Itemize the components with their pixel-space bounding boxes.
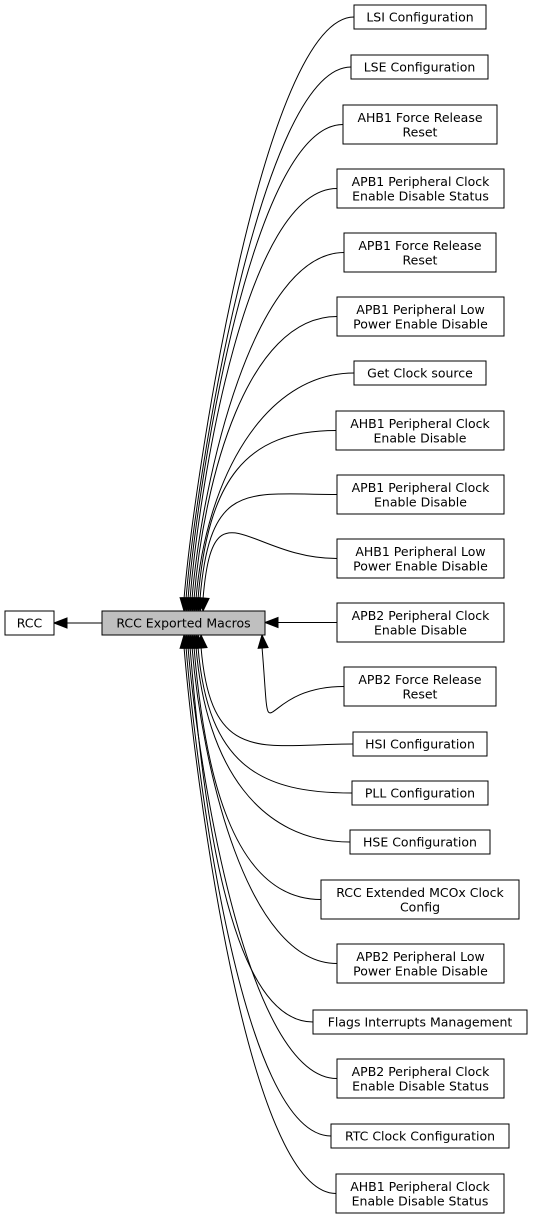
edge-apb1-peripheral-low-power-enable-disable [193, 316, 338, 600]
edge-apb2-force-release-reset-arrowhead [257, 633, 269, 649]
edge-hsi-configuration [200, 646, 354, 747]
node-get-clock-source[interactable]: Get Clock source [353, 360, 487, 386]
edge-ahb1-peripheral-low-power-enable-disable-arrowhead [198, 597, 210, 613]
edge-rtc-clock-configuration [185, 646, 332, 1137]
node-hse-configuration[interactable]: HSE Configuration [349, 829, 491, 855]
edge-lse-configuration [185, 66, 352, 600]
node-lse-configuration[interactable]: LSE Configuration [350, 54, 489, 80]
node-rcc[interactable]: RCC [4, 610, 55, 636]
edge-pll-configuration [197, 646, 353, 794]
node-flags-interrupts-management[interactable]: Flags Interrupts Management [312, 1009, 528, 1035]
edge-apb2-force-release-reset [261, 646, 345, 714]
node-ahb1-force-release-reset-label: Reset [403, 124, 438, 139]
edge-ahb1-force-release-reset [187, 124, 344, 600]
edge-to-rcc-arrowhead [52, 617, 68, 629]
node-hsi-configuration-label: HSI Configuration [365, 737, 475, 752]
edge-apb1-force-release-reset [191, 252, 345, 600]
node-apb2-peripheral-clock-enable-disable-status-label: Enable Disable Status [352, 1078, 489, 1093]
node-ahb1-peripheral-low-power-enable-disable-label: AHB1 Peripheral Low [355, 544, 485, 559]
node-flags-interrupts-management-label: Flags Interrupts Management [328, 1015, 513, 1030]
node-rcc-exported-macros: RCC Exported Macros [101, 610, 266, 636]
node-ahb1-peripheral-low-power-enable-disable-label: Power Enable Disable [353, 558, 488, 573]
edge-lsi-configuration [183, 16, 355, 600]
edge-ahb1-peripheral-clock-enable-disable-status-arrowhead [179, 633, 191, 649]
edge-apb1-peripheral-clock-enable-disable-status [189, 188, 338, 600]
node-rcc-extended-mcox-clock-config-label: Config [400, 899, 440, 914]
node-apb1-peripheral-clock-enable-disable-status-label: APB1 Peripheral Clock [352, 174, 490, 189]
node-pll-configuration[interactable]: PLL Configuration [351, 780, 489, 806]
node-lse-configuration-label: LSE Configuration [364, 60, 476, 75]
node-apb2-peripheral-low-power-enable-disable-label: APB2 Peripheral Low [356, 949, 484, 964]
edge-hse-configuration [195, 646, 351, 843]
node-apb2-force-release-reset-label: APB2 Force Release [358, 672, 482, 687]
node-apb1-peripheral-clock-enable-disable-label: APB1 Peripheral Clock [352, 480, 490, 495]
node-rcc-exported-macros-label: RCC Exported Macros [116, 616, 250, 631]
node-apb1-force-release-reset-label: Reset [403, 252, 438, 267]
node-apb2-peripheral-low-power-enable-disable-label: Power Enable Disable [353, 963, 488, 978]
edge-apb2-peripheral-clock-enable-disable-status [187, 646, 338, 1079]
node-pll-configuration-label: PLL Configuration [365, 786, 475, 801]
node-rtc-clock-configuration[interactable]: RTC Clock Configuration [330, 1123, 510, 1149]
node-rcc-label: RCC [17, 616, 43, 631]
graph-nodes: RCC RCC Exported Macros LSI Configuratio… [4, 4, 528, 1214]
node-apb1-peripheral-clock-enable-disable-label: Enable Disable [374, 494, 467, 509]
node-ahb1-peripheral-clock-enable-disable-status-label: AHB1 Peripheral Clock [350, 1179, 490, 1194]
node-apb1-peripheral-clock-enable-disable-status-label: Enable Disable Status [352, 188, 489, 203]
node-ahb1-force-release-reset-label: AHB1 Force Release [357, 110, 482, 125]
node-apb2-force-release-reset-label: Reset [403, 686, 438, 701]
edge-rcc-extended-mcox-clock-config [193, 646, 322, 900]
node-apb2-peripheral-clock-enable-disable-status-label: APB2 Peripheral Clock [352, 1064, 490, 1079]
node-lsi-configuration[interactable]: LSI Configuration [353, 4, 487, 30]
node-rtc-clock-configuration-label: RTC Clock Configuration [345, 1129, 495, 1144]
node-hsi-configuration[interactable]: HSI Configuration [352, 731, 488, 757]
node-apb2-peripheral-clock-enable-disable-label: Enable Disable [374, 622, 467, 637]
node-apb1-force-release-reset-label: APB1 Force Release [358, 238, 482, 253]
node-apb1-peripheral-low-power-enable-disable-label: APB1 Peripheral Low [356, 302, 484, 317]
node-lsi-configuration-label: LSI Configuration [366, 10, 473, 25]
edge-ahb1-peripheral-low-power-enable-disable [202, 532, 338, 600]
node-ahb1-peripheral-clock-enable-disable-label: Enable Disable [374, 430, 467, 445]
node-ahb1-peripheral-clock-enable-disable-status-label: Enable Disable Status [352, 1193, 489, 1208]
node-get-clock-source-label: Get Clock source [367, 366, 473, 381]
graph-edges [52, 16, 355, 1194]
node-apb1-peripheral-low-power-enable-disable-label: Power Enable Disable [353, 316, 488, 331]
edge-apb2-peripheral-low-power-enable-disable [191, 646, 338, 964]
edge-ahb1-peripheral-clock-enable-disable [197, 430, 337, 600]
node-ahb1-peripheral-clock-enable-disable-label: AHB1 Peripheral Clock [350, 416, 490, 431]
edge-apb1-peripheral-clock-enable-disable [199, 493, 338, 600]
edge-get-clock-source [195, 372, 355, 600]
node-hse-configuration-label: HSE Configuration [363, 835, 477, 850]
edge-ahb1-peripheral-clock-enable-disable-status [183, 646, 337, 1194]
node-rcc-extended-mcox-clock-config-label: RCC Extended MCOx Clock [336, 885, 504, 900]
edge-apb2-peripheral-clock-enable-disable-arrowhead [263, 616, 279, 629]
node-apb2-peripheral-clock-enable-disable-label: APB2 Peripheral Clock [352, 608, 490, 623]
edge-flags-interrupts-management [189, 646, 314, 1023]
